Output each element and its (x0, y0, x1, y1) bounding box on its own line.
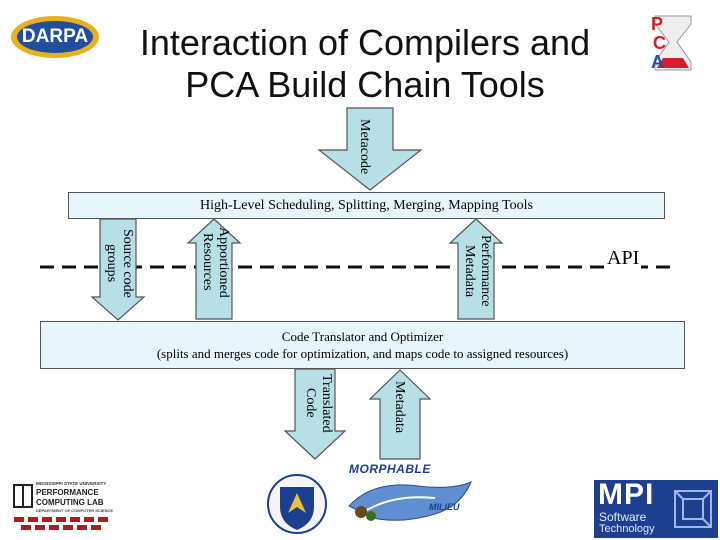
darpa-logo: DARPA (10, 14, 100, 60)
apportioned-label: Apportioned Resources (200, 226, 231, 298)
msu-hpc-logo: MISSISSIPPI STATE UNIVERSITY PERFORMANCE… (12, 481, 114, 535)
msu-university-text: MISSISSIPPI STATE UNIVERSITY (36, 481, 107, 486)
translated-code-arrow (283, 368, 347, 460)
perf-metadata-arrow (448, 218, 504, 320)
apportioned-arrow (186, 218, 242, 320)
pca-letter-c: C (653, 33, 666, 53)
msu-computing-lab-text: COMPUTING LAB (36, 498, 104, 507)
code-translator-box: Code Translator and Optimizer (splits an… (40, 321, 685, 369)
msu-department-text: DEPARTMENT OF COMPUTER SCIENCE (36, 508, 114, 513)
source-groups-arrow (90, 218, 146, 321)
morphable-text: MORPHABLE (349, 462, 431, 476)
translator-description: (splits and merges code for optimization… (156, 346, 569, 361)
darpa-logo-text: DARPA (21, 26, 89, 47)
metadata-arrow (368, 369, 432, 460)
morphable-milieu-logo: MORPHABLE MILIEU (343, 460, 478, 526)
msu-performance-text: PERFORMANCE (36, 488, 99, 497)
translator-title: Code Translator and Optimizer (281, 329, 444, 344)
title-line-2: PCA Build Chain Tools (185, 64, 545, 105)
darpa-logo-shape (11, 16, 99, 58)
scheduling-tools-label: High-Level Scheduling, Splitting, Mergin… (200, 198, 533, 213)
api-label: API (605, 247, 642, 270)
page-title: Interaction of Compilers and PCA Build C… (100, 22, 630, 106)
metacode-label: Metacode (357, 119, 372, 175)
air-force-shield-logo (267, 474, 327, 534)
mpi-text: MPI (598, 478, 655, 511)
metacode-arrow (317, 107, 423, 191)
mpi-technology-text: Technology (599, 523, 655, 535)
scheduling-tools-box: High-Level Scheduling, Splitting, Mergin… (68, 192, 665, 219)
pca-letter-a: A (651, 52, 664, 72)
msu-chip-grid-icon (14, 517, 108, 530)
metadata-label: Metadata (392, 380, 407, 434)
api-boundary-line (40, 265, 675, 269)
title-line-1: Interaction of Compilers and (139, 22, 591, 63)
mpi-software-logo: MPI Software Technology (594, 478, 718, 538)
pca-letter-p: P (651, 14, 664, 34)
perf-metadata-label: Performance Metadata (462, 235, 493, 307)
mpi-software-text: Software (599, 510, 647, 524)
translated-code-label: Translated Code (303, 373, 334, 433)
mpi-network-icon (674, 490, 712, 528)
pca-logo: P C A (645, 14, 701, 72)
msu-hpc-icon (13, 484, 33, 508)
source-groups-label: Source code groups (104, 228, 135, 298)
cornucopia-icon (348, 481, 472, 521)
pca-hourglass-icon (654, 15, 692, 71)
milieu-text: MILIEU (429, 502, 460, 512)
